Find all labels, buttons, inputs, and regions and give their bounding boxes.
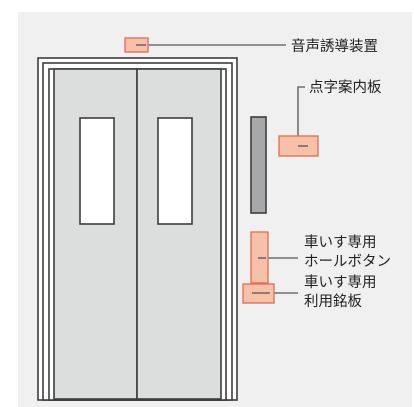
label-wheelchair-button-line2: ホールボタン [304, 253, 391, 270]
right-door-window [157, 117, 193, 225]
marker-dashes [136, 44, 308, 294]
call-panel [250, 116, 267, 214]
label-speaker: 音声誘導装置 [291, 37, 378, 55]
left-door-leaf [53, 68, 138, 400]
label-wheelchair-plate-line1: 車いす専用 [304, 274, 377, 291]
label-braille-plate: 点字案内板 [309, 78, 382, 96]
label-wheelchair-plate-line2: 利用銘板 [304, 292, 362, 310]
label-wheelchair-button-line1: 車いす専用 [304, 234, 377, 251]
left-door-window [79, 117, 115, 225]
